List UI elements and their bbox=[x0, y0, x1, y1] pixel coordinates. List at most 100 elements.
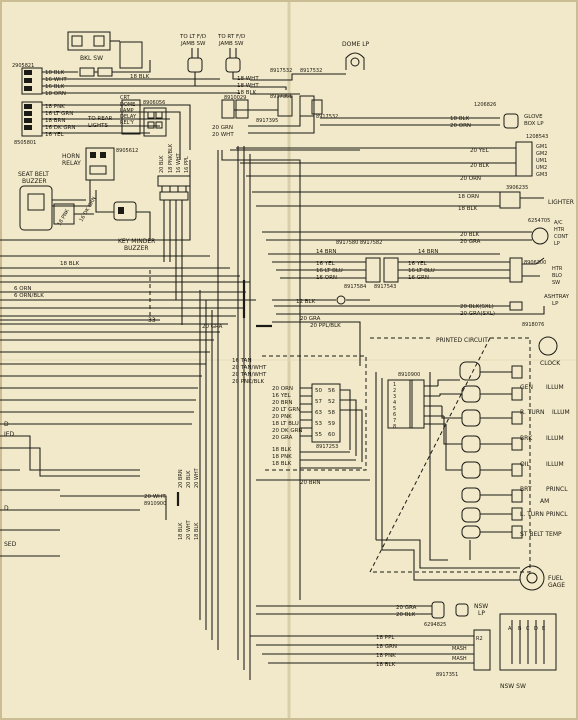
key-minder-buzzer: KEY MINDER BUZZER bbox=[95, 190, 155, 252]
to-rear-lights: TO REAR LIGHTS bbox=[87, 116, 112, 129]
svg-text:18 LT BLU: 18 LT BLU bbox=[272, 421, 299, 427]
svg-text:DELAY: DELAY bbox=[120, 114, 137, 120]
svg-text:18 PNK/BLK: 18 PNK/BLK bbox=[168, 143, 174, 173]
svg-text:KEY MINDER: KEY MINDER bbox=[118, 238, 155, 245]
svg-text:8917582: 8917582 bbox=[360, 240, 382, 246]
svg-text:16 YEL: 16 YEL bbox=[316, 261, 336, 267]
svg-text:20 YEL: 20 YEL bbox=[470, 148, 490, 154]
svg-text:8917532: 8917532 bbox=[270, 68, 292, 74]
svg-text:JAMB SW: JAMB SW bbox=[180, 41, 206, 47]
rear-lights-label-1: TO REAR bbox=[87, 116, 112, 122]
svg-text:8917253: 8917253 bbox=[316, 444, 338, 450]
svg-text:16 YEL: 16 YEL bbox=[272, 393, 292, 399]
terminal-code: 3 bbox=[393, 394, 396, 400]
svg-text:FUEL: FUEL bbox=[548, 575, 564, 582]
terminal-code: 1 bbox=[393, 382, 396, 388]
svg-text:20 WHT: 20 WHT bbox=[186, 519, 192, 540]
svg-text:6 ORN: 6 ORN bbox=[14, 286, 32, 292]
svg-text:20 TAN/WHT: 20 TAN/WHT bbox=[232, 365, 267, 371]
left-middle-connector: 18 PNK 16 LT GRN 18 BRN 16 DK GRN 16 YEL… bbox=[14, 101, 191, 160]
svg-text:TO RT F/D: TO RT F/D bbox=[217, 34, 245, 40]
nsw-switch: 18 PPL 18 GRN 18 PNK 18 BLK R2 A B C D E… bbox=[250, 613, 557, 690]
svg-text:ILLUM: ILLUM bbox=[552, 409, 570, 416]
svg-text:8917351: 8917351 bbox=[436, 672, 458, 678]
svg-text:BUZZER: BUZZER bbox=[22, 178, 47, 185]
terminal-code: 2 bbox=[393, 388, 396, 394]
svg-text:BRK: BRK bbox=[520, 435, 533, 442]
center-vertical-labels: 20 BLK 18 PNK/BLK 16 WHT 16 PPL bbox=[157, 143, 191, 325]
svg-text:NSW: NSW bbox=[474, 603, 488, 610]
horn-relay: HORN RELAY 8905612 bbox=[62, 147, 138, 181]
wire-label: 18 BLK bbox=[130, 74, 150, 80]
svg-text:20 ORN: 20 ORN bbox=[460, 176, 481, 182]
dome-lamp-label: DOME LP bbox=[342, 41, 370, 48]
rear-lights-label-2: LIGHTS bbox=[88, 123, 108, 129]
terminal-code: 59 bbox=[328, 421, 335, 427]
svg-text:20 PNK/BLK: 20 PNK/BLK bbox=[232, 379, 264, 385]
terminal-code: 57 bbox=[315, 399, 322, 405]
courtesy-lamp-relay: 8906056 CRT DOME LAMP DELAY REL'Y bbox=[120, 95, 167, 137]
part-number: 8906056 bbox=[143, 100, 165, 106]
svg-text:GM2: GM2 bbox=[536, 151, 547, 157]
svg-text:CRT: CRT bbox=[120, 95, 131, 101]
svg-text:E: E bbox=[542, 626, 545, 632]
nsw-lamp: 20 GRA 20 BLK NSW LP 6294825 bbox=[256, 601, 488, 628]
svg-text:8917395: 8917395 bbox=[256, 118, 278, 124]
svg-text:18 BLK: 18 BLK bbox=[458, 206, 478, 212]
svg-text:L. TURN: L. TURN bbox=[520, 511, 544, 518]
printed-circuit: PRINTED CIRCUIT CLOCK bbox=[369, 336, 561, 573]
heater-connectors: 8917580 8917582 14 BRN 16 YEL 16 LT BLU … bbox=[268, 240, 563, 290]
svg-text:BUZZER: BUZZER bbox=[124, 245, 149, 252]
gauge-lamps: GEN ILLUM R. TURN ILLUM BRK ILLUM OIL IL… bbox=[437, 361, 570, 539]
terminal-code: 60 bbox=[328, 432, 335, 438]
dome-lamp: DOME LP 8917532 8917532 bbox=[250, 41, 370, 95]
svg-text:8910900: 8910900 bbox=[144, 501, 166, 507]
svg-text:8906300: 8906300 bbox=[524, 260, 546, 266]
backup-lamp-switch-label: BKL SW bbox=[80, 55, 103, 62]
wire-label: 18 BLK bbox=[237, 90, 257, 96]
wire-label: 16 LT GRN bbox=[45, 111, 73, 117]
svg-text:18 BLK: 18 BLK bbox=[272, 447, 292, 453]
main-harness: 18 BLK 6 ORN 6 ORN/BLK 33 20 GRA bbox=[0, 146, 360, 680]
part-number: 2905821 bbox=[12, 63, 34, 69]
svg-text:8918076: 8918076 bbox=[522, 322, 544, 328]
svg-text:18 PNK: 18 PNK bbox=[376, 653, 396, 659]
terminal-code: 8 bbox=[393, 424, 396, 430]
wire-label: 18 WHT bbox=[237, 76, 259, 82]
svg-text:8910900: 8910900 bbox=[398, 372, 420, 378]
svg-text:18 PPL: 18 PPL bbox=[376, 635, 395, 641]
wire-label: 18 WHT bbox=[237, 83, 259, 89]
svg-text:D: D bbox=[4, 421, 9, 428]
svg-text:B: B bbox=[518, 626, 522, 632]
svg-text:GAGE: GAGE bbox=[548, 582, 565, 589]
svg-text:R. TURN: R. TURN bbox=[520, 409, 544, 416]
terminal-code: 5 bbox=[393, 406, 396, 412]
wire-label: 18 BLK bbox=[45, 70, 65, 76]
svg-text:12 BLK: 12 BLK bbox=[296, 299, 316, 305]
svg-text:ILLUM: ILLUM bbox=[546, 384, 564, 391]
svg-text:20 GRA: 20 GRA bbox=[396, 605, 417, 611]
svg-text:SEAT BELT: SEAT BELT bbox=[18, 171, 49, 178]
svg-text:MASH: MASH bbox=[452, 656, 467, 662]
svg-text:SED: SED bbox=[4, 541, 17, 548]
svg-text:GEN: GEN bbox=[520, 384, 533, 391]
svg-text:33: 33 bbox=[148, 317, 156, 324]
svg-text:20 DK GRN: 20 DK GRN bbox=[272, 428, 303, 434]
svg-text:SW: SW bbox=[552, 280, 560, 286]
svg-text:20 BLK: 20 BLK bbox=[396, 612, 416, 618]
svg-text:20 GRA: 20 GRA bbox=[460, 239, 481, 245]
jamb-switches: TO LT F/D JAMB SW TO RT F/D JAMB SW 18 W… bbox=[179, 34, 259, 96]
svg-text:NSW SW: NSW SW bbox=[500, 683, 526, 690]
svg-text:20 GRA: 20 GRA bbox=[272, 435, 293, 441]
svg-text:CONT: CONT bbox=[554, 234, 569, 240]
svg-text:20 GRA: 20 GRA bbox=[300, 316, 321, 322]
terminal-code: 6 bbox=[393, 412, 396, 418]
svg-text:16 PPL: 16 PPL bbox=[184, 156, 190, 173]
svg-text:20 BLK: 20 BLK bbox=[470, 163, 490, 169]
svg-text:8917584: 8917584 bbox=[344, 284, 366, 290]
svg-text:6254705: 6254705 bbox=[528, 218, 550, 224]
svg-text:18 BLK: 18 BLK bbox=[376, 662, 396, 668]
wire-label: 16 YEL bbox=[45, 132, 65, 138]
svg-text:GLOVE: GLOVE bbox=[524, 114, 543, 120]
